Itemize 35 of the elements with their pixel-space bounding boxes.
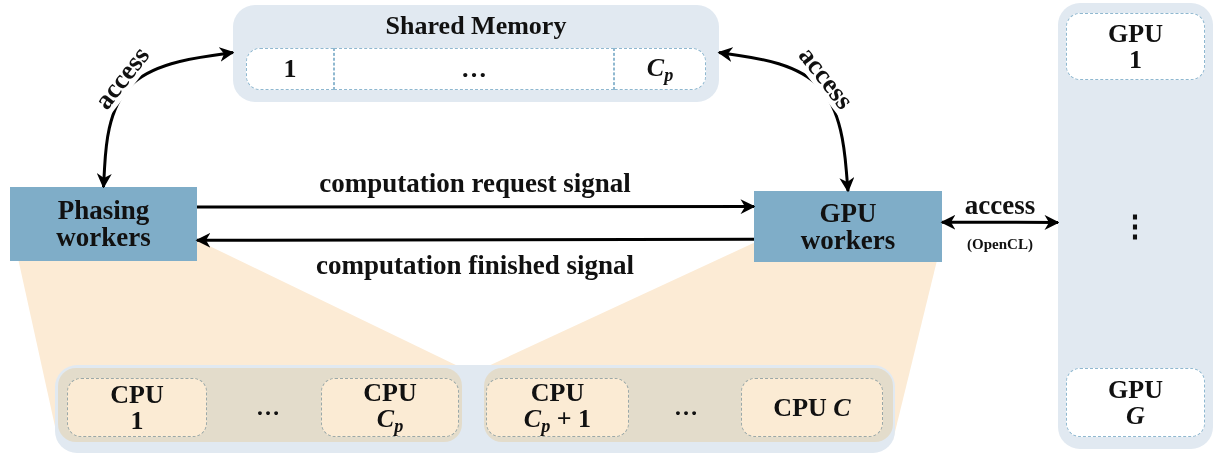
- cpu-panel: [55, 365, 895, 453]
- memory-cell: [334, 48, 614, 90]
- ellipsis: …: [674, 395, 698, 419]
- ellipsis: ⋮: [1120, 211, 1150, 241]
- node-label: CPU 1: [109, 381, 165, 434]
- cpu-group: [484, 368, 893, 442]
- memory-cell: [246, 48, 334, 90]
- cpu-box: [741, 378, 883, 437]
- memory-panel: [233, 5, 719, 102]
- node-label: 1: [283, 56, 297, 82]
- worker-box: [754, 191, 942, 262]
- gpu-box: [1066, 13, 1205, 80]
- node-label: GPU G: [1107, 376, 1164, 429]
- node-label: CPU C: [772, 394, 852, 421]
- edge-note: (OpenCL): [967, 236, 1033, 252]
- node-label: …: [461, 56, 487, 82]
- node-label: C$_{p}$: [646, 54, 674, 84]
- node-label: GPU 1: [1107, 20, 1164, 73]
- node-label: CPU C$_{p}$: [362, 380, 418, 435]
- cpu-box: [67, 378, 207, 437]
- worker-box: [10, 187, 197, 261]
- node-label: CPU C$_{p}$ + 1: [522, 380, 593, 435]
- node-label: Phasing workers: [55, 197, 152, 251]
- node-label: GPU workers: [799, 199, 897, 254]
- gpu-panel: [1058, 3, 1213, 449]
- cpu-group: [58, 368, 462, 442]
- arrow: [195, 232, 754, 248]
- arrow: [197, 199, 756, 215]
- panel-title: Shared Memory: [385, 13, 567, 39]
- ellipsis: …: [256, 395, 280, 419]
- cpu-box: [321, 378, 459, 437]
- memory-cell: [614, 48, 706, 90]
- cpu-box: [486, 378, 629, 437]
- gpu-box: [1066, 368, 1205, 437]
- arrow: [940, 214, 1060, 230]
